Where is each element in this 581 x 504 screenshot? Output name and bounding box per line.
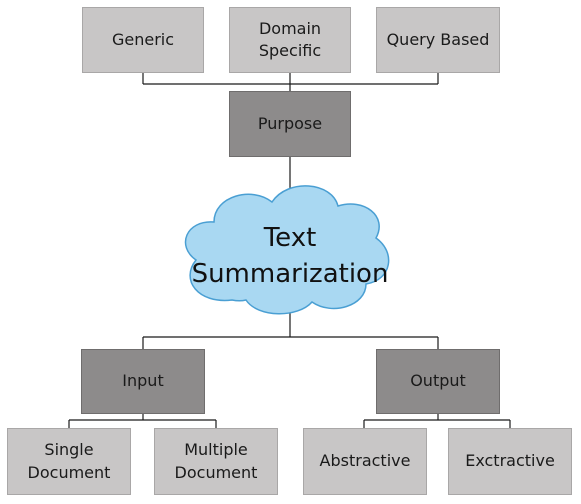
cloud-shape	[184, 185, 390, 315]
query-based-box: Query Based	[376, 7, 500, 73]
domain-specific-box: Domain Specific	[229, 7, 351, 73]
output-box: Output	[376, 349, 500, 414]
multiple-document-box: Multiple Document	[154, 428, 278, 495]
extractive-box: Exctractive	[448, 428, 572, 495]
output-label: Output	[410, 371, 466, 391]
abstractive-box: Abstractive	[303, 428, 427, 495]
query-based-label: Query Based	[386, 29, 490, 49]
purpose-label: Purpose	[257, 113, 323, 133]
cloud-title-line2: Summarization	[192, 259, 389, 289]
purpose-box: Purpose	[229, 91, 351, 157]
generic-label: Generic	[111, 29, 175, 49]
domain-specific-label-line1: Domain	[258, 18, 322, 38]
cloud-title-line1: Text	[263, 223, 317, 253]
multiple-document-label-line2: Document	[174, 462, 258, 482]
generic-box: Generic	[82, 7, 204, 73]
input-box: Input	[81, 349, 205, 414]
abstractive-label: Abstractive	[319, 451, 411, 471]
extractive-label: Exctractive	[465, 451, 555, 471]
single-document-label-line2: Document	[27, 462, 111, 482]
single-document-label-line1: Single	[44, 440, 94, 460]
input-label: Input	[122, 371, 164, 391]
multiple-document-label-line1: Multiple	[184, 440, 248, 460]
single-document-box: Single Document	[7, 428, 131, 495]
domain-specific-label-line2: Specific	[258, 41, 322, 60]
